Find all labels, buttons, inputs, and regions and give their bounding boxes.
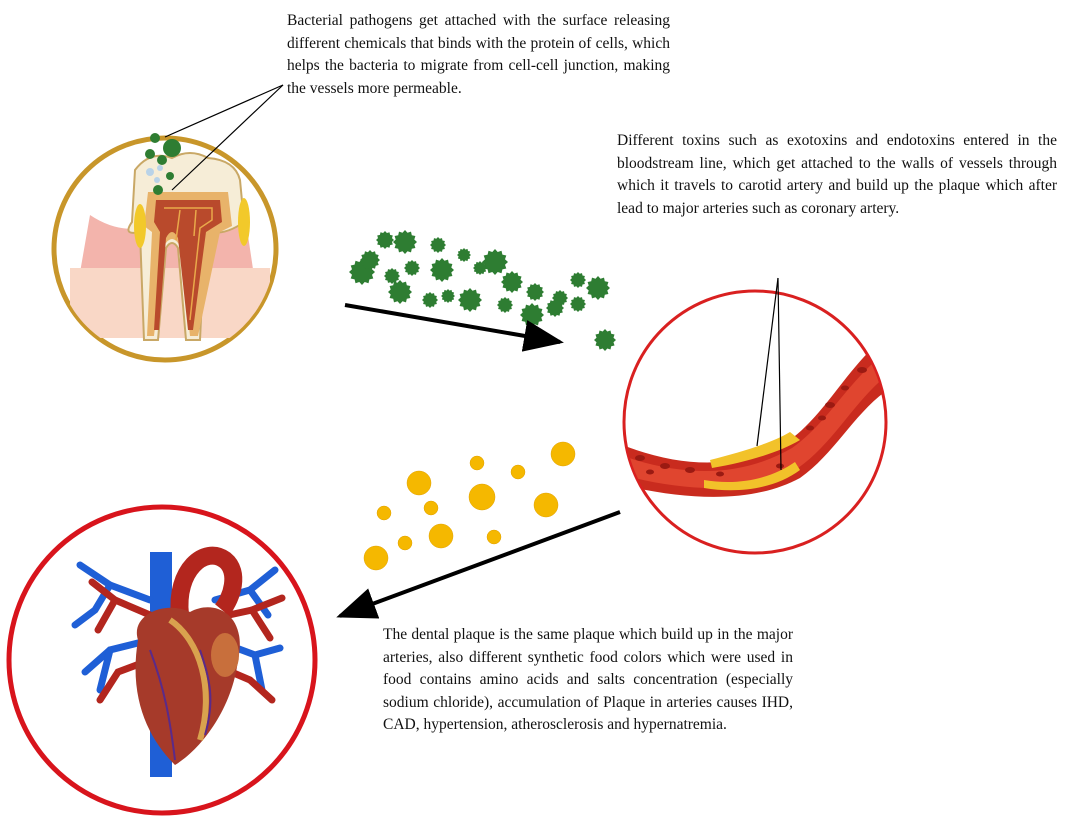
spiky-bacteria-icon — [157, 155, 167, 165]
plaque-particle-icon — [551, 442, 575, 466]
spiky-bacteria-icon — [388, 280, 412, 304]
spiky-bacteria-icon — [145, 149, 155, 159]
spiky-bacteria-icon — [457, 248, 471, 262]
plaque-particle-icon — [429, 524, 453, 548]
plaque-particle-icon — [511, 465, 525, 479]
spiky-bacteria-icon — [384, 268, 400, 284]
spiky-bacteria-icon — [586, 276, 610, 300]
plaque-particle-icon — [487, 530, 501, 544]
spiky-bacteria-icon — [520, 303, 544, 327]
spiky-bacteria-icon — [422, 292, 438, 308]
spiky-bacteria-icon — [430, 258, 454, 282]
plaque-particle-icon — [398, 536, 412, 550]
spiky-bacteria-icon — [150, 133, 160, 143]
spiky-bacteria-icon — [393, 230, 417, 254]
plaque-particle-icon — [407, 471, 431, 495]
plaque-particle-icon — [534, 493, 558, 517]
plaque-particle-icon — [469, 484, 495, 510]
spiky-bacteria-icon — [441, 289, 455, 303]
vessel-panel — [610, 278, 905, 553]
plaque-particle-cloud — [364, 442, 575, 570]
leader-line — [165, 85, 283, 137]
spiky-bacteria-icon — [166, 172, 174, 180]
heart-panel — [9, 507, 315, 813]
spiky-bacteria-icon — [526, 283, 544, 301]
plaque-particle-icon — [364, 546, 388, 570]
bacteria-cloud — [349, 230, 616, 351]
plaque-particle-icon — [424, 501, 438, 515]
plaque-particle-icon — [377, 506, 391, 520]
spiky-bacteria-icon — [497, 297, 513, 313]
spiky-bacteria-icon — [570, 272, 586, 288]
spiky-bacteria-icon — [458, 288, 482, 312]
tooth-panel — [54, 85, 283, 360]
spiky-bacteria-icon — [163, 139, 181, 157]
spiky-bacteria-icon — [594, 329, 616, 351]
spiky-bacteria-icon — [404, 260, 420, 276]
spiky-bacteria-icon — [501, 271, 523, 293]
spiky-bacteria-icon — [376, 231, 394, 249]
spiky-bacteria-icon — [430, 237, 446, 253]
spiky-bacteria-icon — [570, 296, 586, 312]
plaque-particle-icon — [470, 456, 484, 470]
spiky-bacteria-icon — [153, 185, 163, 195]
